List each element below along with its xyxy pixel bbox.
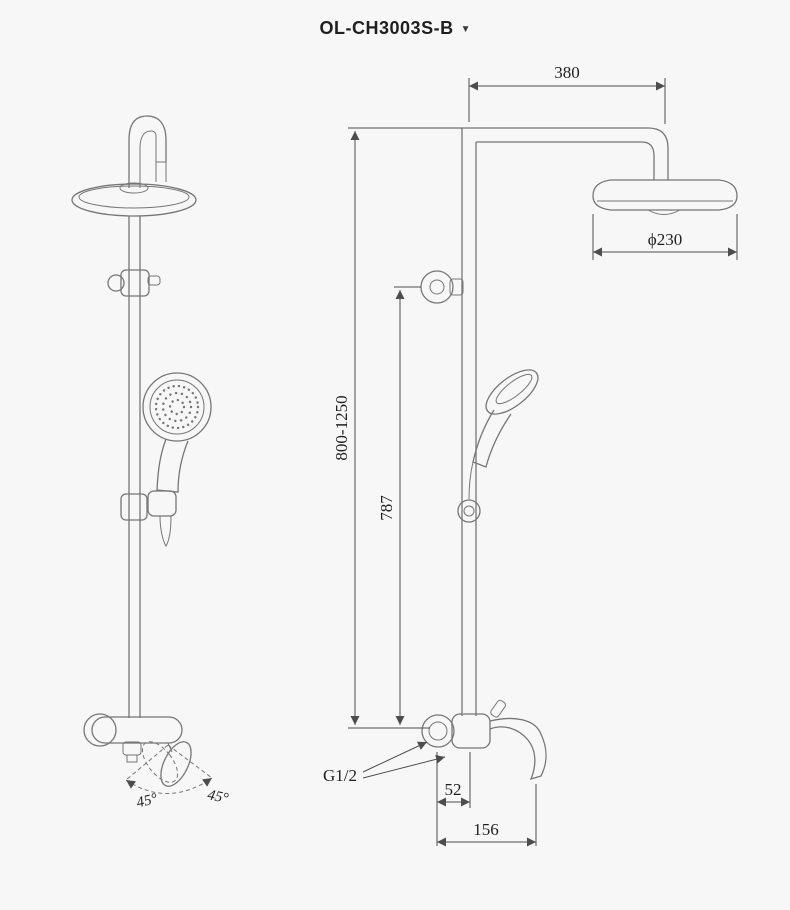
dim-top-width: 380 [468, 63, 666, 124]
upper-bracket-front [107, 269, 161, 297]
front-view: 45° 45° [71, 115, 230, 812]
mixer-side [421, 699, 547, 781]
riser-side [461, 128, 477, 716]
handle-swing-arc: 45° 45° [125, 744, 230, 812]
svg-text:380: 380 [554, 63, 580, 82]
riser-front [128, 216, 141, 718]
shower-head-front [71, 182, 197, 217]
page-title: OL-CH3003S-B [319, 18, 454, 38]
dim-offset: 52 [436, 752, 471, 846]
shower-arm-front [128, 115, 167, 188]
shower-arm-side [462, 127, 669, 180]
shower-head-side [592, 179, 738, 215]
svg-text:800-1250: 800-1250 [332, 395, 351, 460]
dim-height-range: 800-1250 [332, 127, 462, 729]
dim-thread: G1/2 [323, 741, 446, 785]
svg-text:787: 787 [377, 495, 396, 521]
angle-label-right: 45° [206, 787, 230, 807]
angle-label-left: 45° [135, 791, 159, 812]
dim-head-diameter: ϕ230 [592, 214, 738, 260]
svg-text:52: 52 [445, 780, 462, 799]
dim-riser-height: 787 [377, 286, 421, 725]
svg-text:G1/2: G1/2 [323, 766, 357, 785]
slider-holder-front [120, 490, 177, 521]
dim-reach: 156 [437, 784, 537, 847]
svg-text:156: 156 [473, 820, 499, 839]
wall-bracket [420, 270, 464, 304]
model-selector[interactable]: OL-CH3003S-B ▼ [0, 18, 790, 39]
hand-shower-side [457, 369, 539, 523]
svg-text:ϕ230: ϕ230 [648, 230, 682, 249]
mixer-front [83, 713, 192, 787]
hand-shower-front [142, 372, 212, 547]
side-view: 380 ϕ230 800-1250 787 G1/2 [323, 63, 738, 847]
chevron-down-icon: ▼ [460, 24, 471, 35]
